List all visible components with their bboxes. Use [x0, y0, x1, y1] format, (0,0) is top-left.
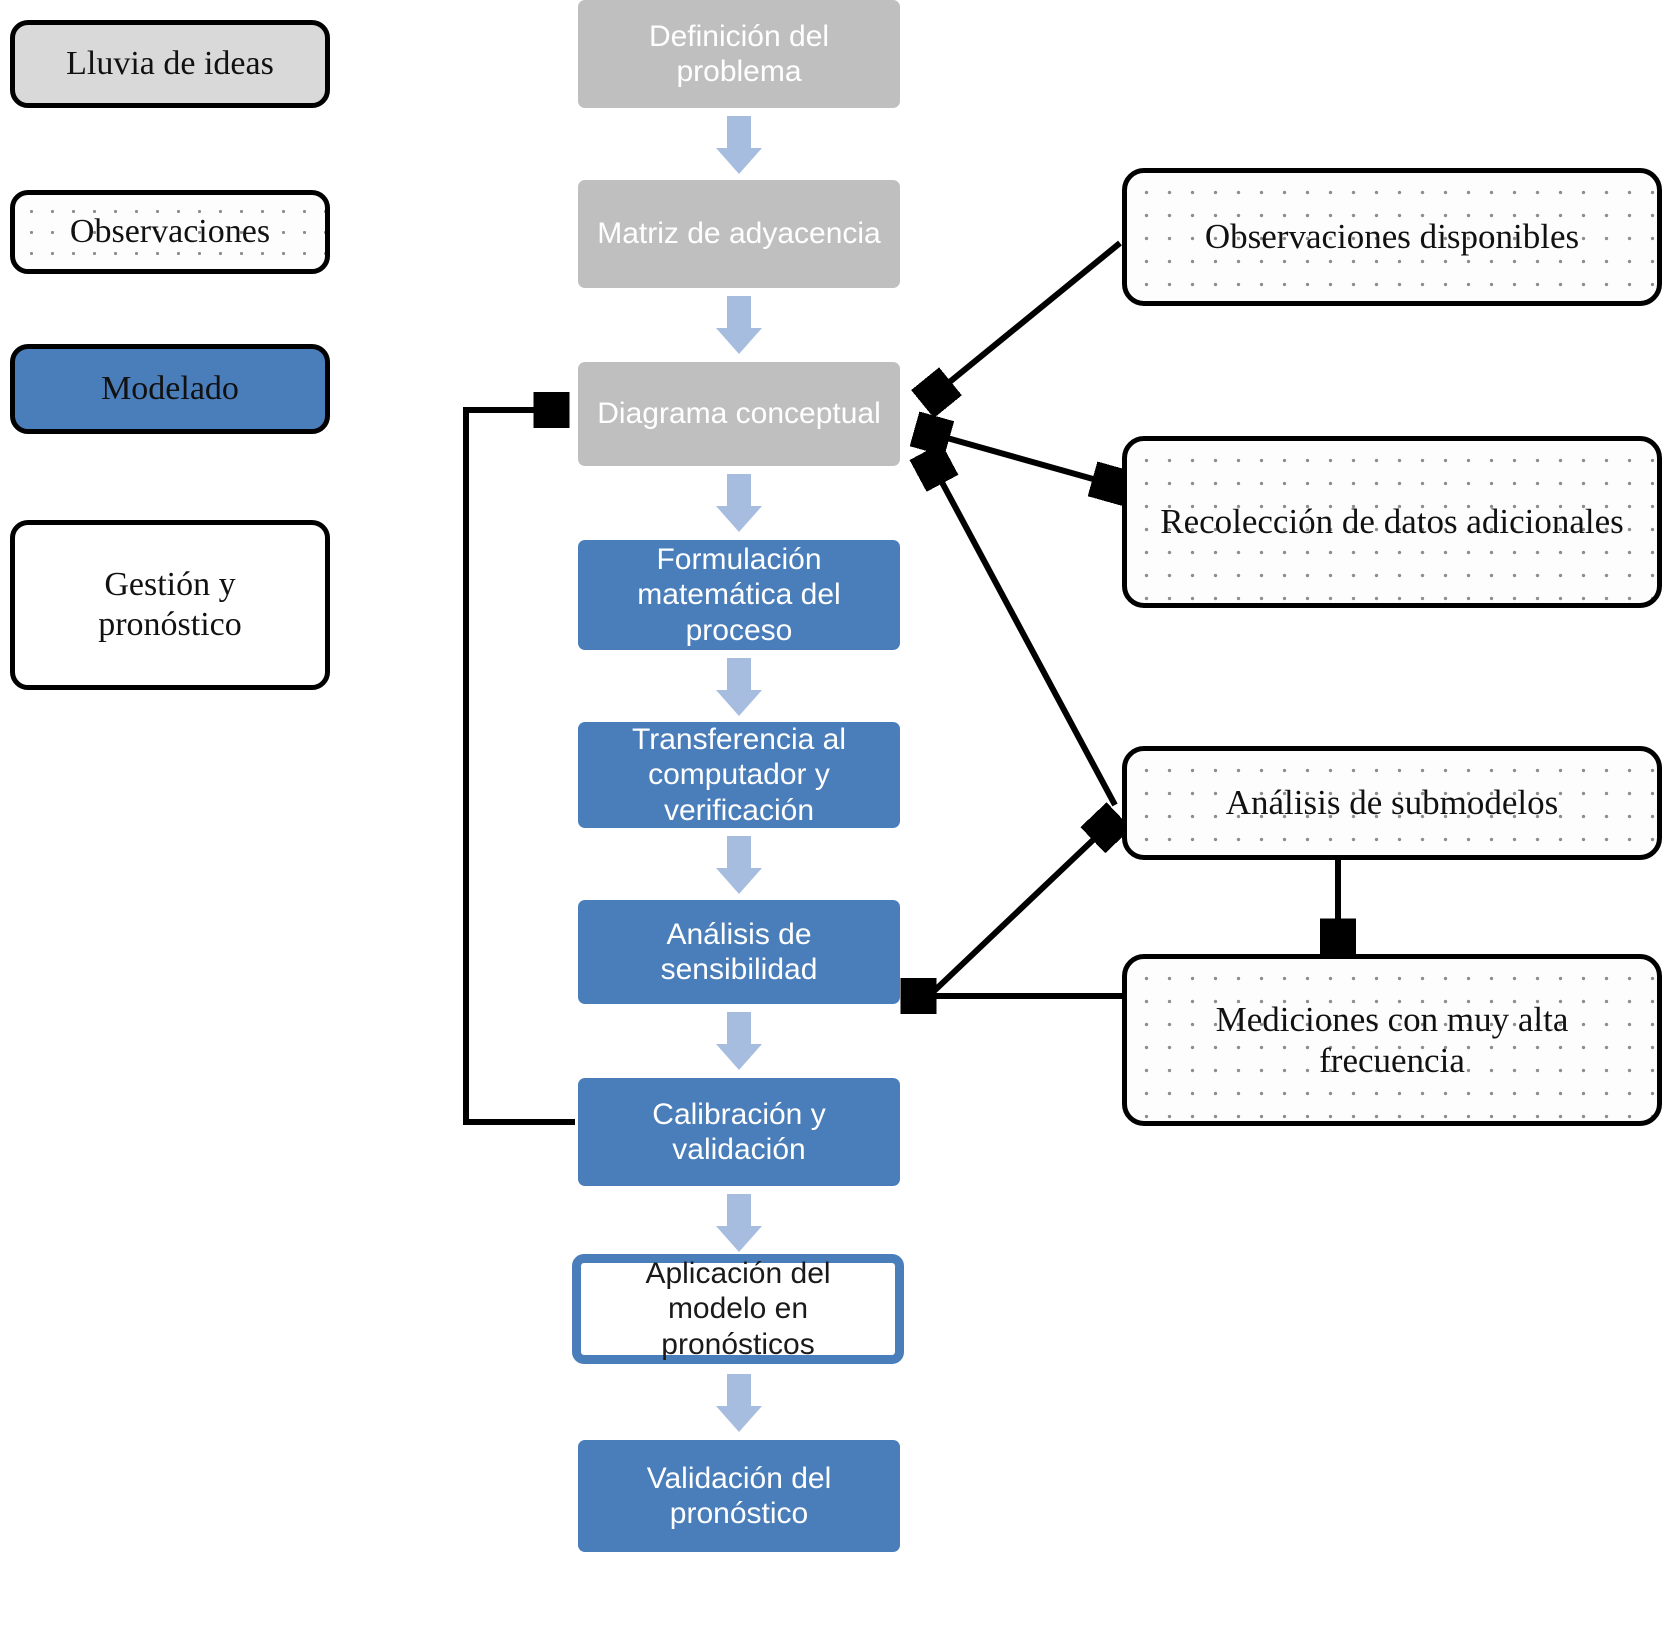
- flow-step-label: Diagrama conceptual: [597, 397, 881, 431]
- legend-item-modelado: Modelado: [10, 344, 330, 434]
- down-arrow-5: [716, 836, 762, 894]
- legend-item-gestion-y-pronostico: Gestión y pronóstico: [10, 520, 330, 690]
- link-observaciones-to-diagrama: [930, 240, 1122, 398]
- data-node-label: Mediciones con muy alta frecuencia: [1215, 999, 1569, 1080]
- flow-step-analisis-de-sensibilidad: Análisis de sensibilidad: [578, 900, 900, 1004]
- data-node-label: Observaciones disponibles: [1204, 217, 1580, 257]
- data-node-label: Recolección de datos adicionales: [1160, 502, 1624, 542]
- flow-step-label: Análisis de sensibilidad: [660, 917, 818, 986]
- data-node-recoleccion-de-datos: Recolección de datos adicionales: [1122, 436, 1662, 608]
- legend-label: Gestión y pronóstico: [98, 565, 242, 643]
- flow-step-label: Aplicación del modelo en pronósticos: [645, 1256, 831, 1361]
- flow-step-aplicacion-del-modelo: Aplicación del modelo en pronósticos: [572, 1254, 904, 1364]
- flow-step-transferencia-al-computador: Transferencia al computador y verificaci…: [578, 722, 900, 828]
- flow-step-definicion-del-problema: Definición del problema: [578, 0, 900, 108]
- down-arrow-1: [716, 116, 762, 174]
- link-calibracion-feedback-to-diagrama: [463, 410, 575, 1125]
- flow-step-diagrama-conceptual: Diagrama conceptual: [578, 362, 900, 466]
- flow-step-label: Validación del pronóstico: [646, 1461, 832, 1530]
- legend-item-observaciones: Observaciones: [10, 190, 330, 274]
- down-arrow-4: [716, 658, 762, 716]
- flow-step-label: Definición del problema: [648, 19, 830, 88]
- flow-step-label: Transferencia al computador y verificaci…: [632, 722, 846, 827]
- link-submodelos-to-diagrama: [930, 460, 1118, 807]
- flow-step-calibracion-y-validacion: Calibración y validación: [578, 1078, 900, 1186]
- flow-step-validacion-del-pronostico: Validación del pronóstico: [578, 1440, 900, 1552]
- flow-step-formulacion-matematica: Formulación matemática del proceso: [578, 540, 900, 650]
- data-node-label: Análisis de submodelos: [1225, 783, 1559, 823]
- legend-label: Modelado: [101, 369, 239, 407]
- data-node-analisis-de-submodelos: Análisis de submodelos: [1122, 746, 1662, 860]
- legend-label: Observaciones: [69, 212, 271, 250]
- down-arrow-3: [716, 474, 762, 532]
- down-arrow-6: [716, 1012, 762, 1070]
- legend-item-lluvia-de-ideas: Lluvia de ideas: [10, 20, 330, 108]
- link-sensibilidad-to-submodelos: [909, 822, 1112, 1015]
- down-arrow-2: [716, 296, 762, 354]
- link-diagrama-recoleccion-bidirectional: [940, 436, 1118, 486]
- down-arrow-8: [716, 1374, 762, 1432]
- legend-label: Lluvia de ideas: [66, 44, 274, 82]
- flow-step-label: Calibración y validación: [652, 1097, 826, 1166]
- flow-step-matriz-de-adyacencia: Matriz de adyacencia: [578, 180, 900, 288]
- down-arrow-7: [716, 1194, 762, 1252]
- flow-step-label: Matriz de adyacencia: [597, 217, 881, 251]
- flow-step-label: Formulación matemática del proceso: [637, 542, 841, 647]
- data-node-mediciones-alta-frecuencia: Mediciones con muy alta frecuencia: [1122, 954, 1662, 1126]
- data-node-observaciones-disponibles: Observaciones disponibles: [1122, 168, 1662, 306]
